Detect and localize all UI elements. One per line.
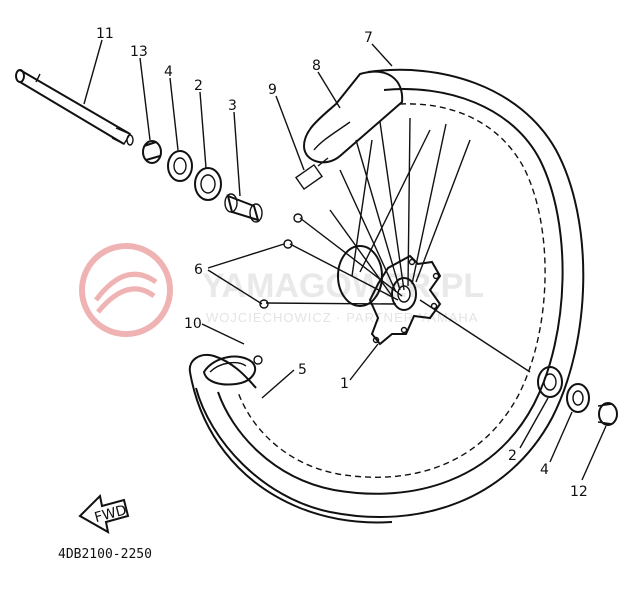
inner-tube (302, 70, 404, 164)
valve-part (294, 157, 329, 191)
callout-1: 1 (340, 376, 349, 392)
fwd-label: FWD (93, 502, 129, 526)
tire (188, 68, 585, 524)
hub (337, 245, 442, 346)
callout-2-right: 2 (508, 448, 517, 464)
watermark-subline: WOJCIECHOWICZ · PARTNER YAMAHA (206, 310, 478, 325)
diagram-code: 4DB2100-2250 (58, 547, 152, 562)
callout-2-left: 2 (194, 78, 203, 94)
watermark-brand: YAMAGOWER.PL (202, 267, 484, 305)
callout-7: 7 (364, 30, 373, 46)
callout-9: 9 (268, 82, 277, 98)
callouts: 11 13 4 2 3 9 8 7 6 10 5 1 2 4 12 (96, 26, 588, 500)
rim-band (202, 355, 263, 386)
callout-10: 10 (184, 316, 202, 332)
callout-4-left: 4 (164, 64, 173, 80)
callout-13: 13 (130, 44, 148, 60)
callout-4-right: 4 (540, 462, 549, 478)
callout-6: 6 (194, 262, 203, 278)
callout-12: 12 (570, 484, 588, 500)
fwd-arrow: FWD (78, 493, 130, 534)
callout-8: 8 (312, 58, 321, 74)
axle (15, 69, 134, 146)
right-hub-parts (419, 299, 618, 426)
watermark-logo (79, 243, 173, 337)
callout-3: 3 (228, 98, 237, 114)
left-hub-parts (142, 140, 263, 223)
callout-11: 11 (96, 26, 114, 42)
leader-lines (83, 39, 607, 481)
callout-5: 5 (298, 362, 307, 378)
watermark-logo-stripes (94, 271, 158, 314)
watermark: YAMAGOWER.PL WOJCIECHOWICZ · PARTNER YAM… (79, 243, 484, 337)
